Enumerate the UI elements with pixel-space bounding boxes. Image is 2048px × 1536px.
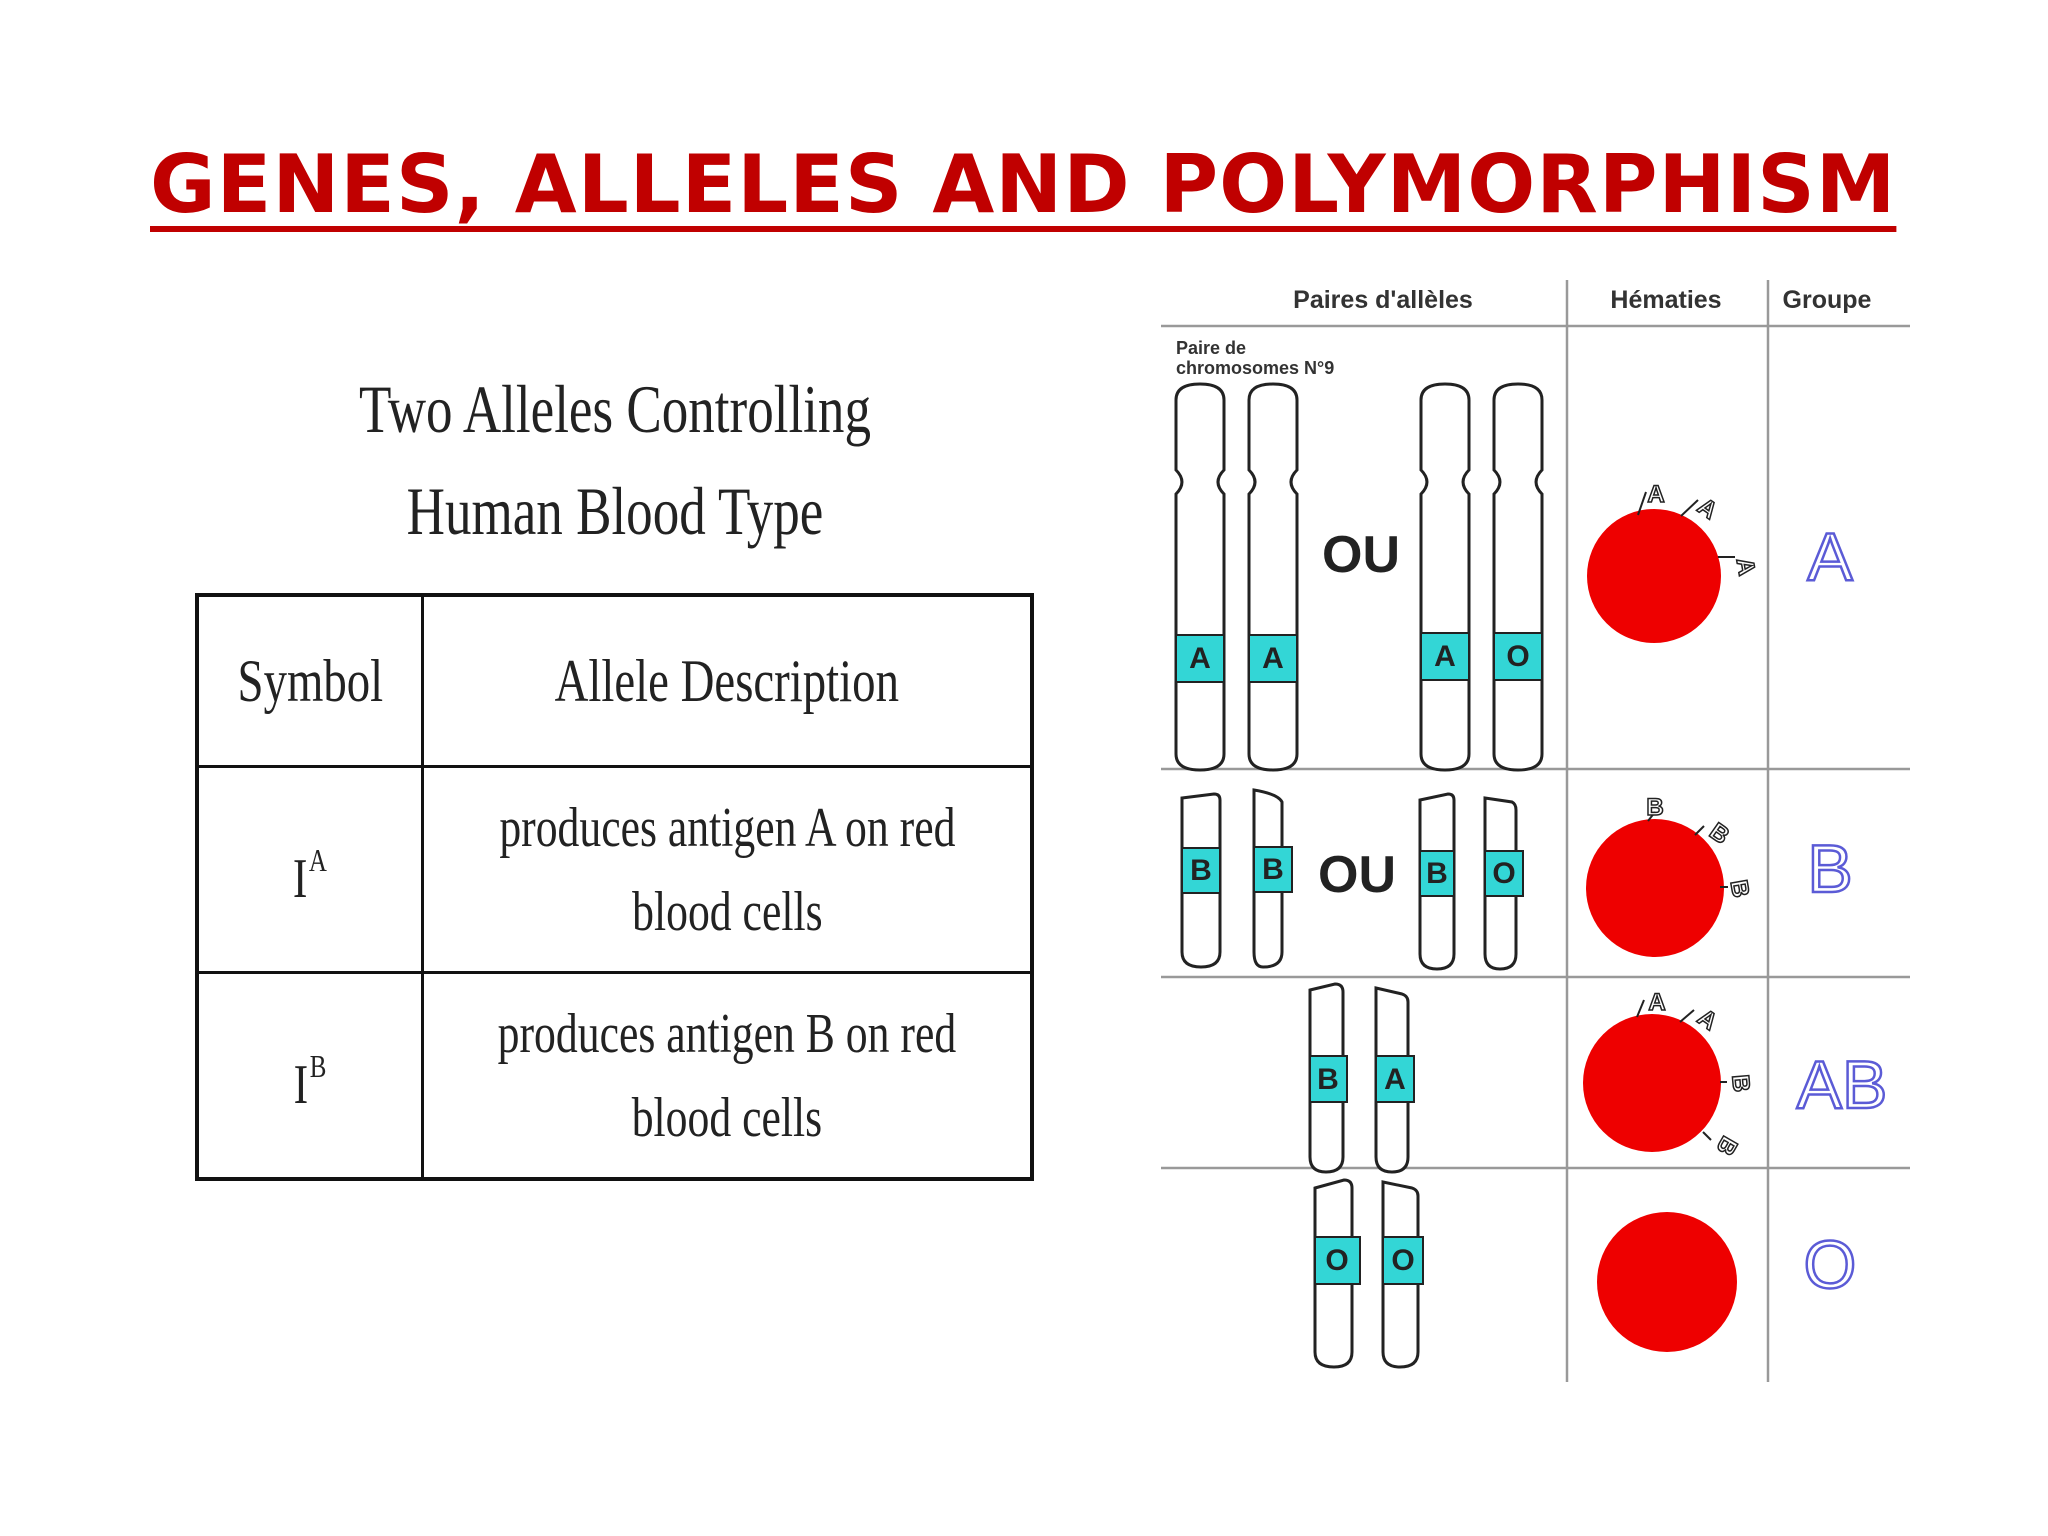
table-header-row: Symbol Allele Description (195, 593, 1034, 768)
or-label: OU (1318, 846, 1396, 904)
table-title-line-2: Human Blood Type (406, 473, 824, 549)
antigen-spike (1637, 491, 1647, 516)
allele-band (1375, 1055, 1415, 1103)
blood-group-label: A (1807, 519, 1853, 595)
antigen-label: A (1731, 556, 1761, 578)
allele-band (1420, 632, 1470, 681)
allele-label: A (1434, 640, 1456, 673)
table-title: Two Alleles Controlling Human Blood Type (180, 358, 1050, 562)
allele-band (1248, 634, 1298, 683)
allele-band (1314, 1236, 1361, 1285)
allele-label: O (1492, 857, 1515, 890)
allele-label: B (1190, 854, 1212, 887)
row-group-a: A A OU A O A A A A (1174, 382, 1855, 772)
header-description: Allele Description (421, 593, 1034, 768)
chromosome-label-line-2: chromosomes N°9 (1176, 358, 1334, 378)
allele-band (1253, 846, 1293, 893)
row-group-ab: B A A A B B AB (1308, 982, 1889, 1174)
allele-label: B (1262, 853, 1284, 886)
allele-band (1484, 850, 1524, 897)
antigen-label: A (1648, 989, 1665, 1016)
antigen-spike (1694, 825, 1705, 836)
allele-band (1175, 634, 1225, 683)
allele-band (1309, 1055, 1348, 1103)
allele-label: B (1317, 1063, 1339, 1096)
antigen-spike (1680, 499, 1699, 517)
antigen-label: A (1647, 481, 1664, 508)
blood-group-label: AB (1797, 1047, 1888, 1123)
allele-band (1181, 847, 1221, 894)
antigen-label: A (1692, 493, 1722, 525)
row-group-b: B B OU B O B B B B (1180, 788, 1854, 971)
row-group-o: O O O (1313, 1178, 1858, 1369)
chromosome (1174, 382, 1226, 772)
chromosome (1492, 382, 1544, 772)
header-allele-pairs: Paires d'allèles (1293, 286, 1473, 314)
red-blood-cell (1583, 1014, 1721, 1152)
antigen-label: B (1725, 878, 1755, 900)
allele-label: O (1391, 1244, 1414, 1277)
antigen-spike (1636, 999, 1645, 1018)
header-group: Groupe (1783, 286, 1872, 314)
antigen-spike (1647, 811, 1656, 822)
red-blood-cell (1586, 819, 1724, 957)
header-symbol: Symbol (195, 593, 424, 768)
antigen-spike (1702, 1131, 1712, 1141)
symbol-cell: IB (195, 971, 424, 1181)
allele-band (1493, 632, 1543, 681)
antigen-label: B (1646, 794, 1663, 821)
allele-label: O (1506, 640, 1529, 673)
chromosome-label-line-1: Paire de (1176, 338, 1246, 358)
or-label: OU (1322, 526, 1400, 584)
red-blood-cell (1587, 509, 1721, 643)
allele-table: Symbol Allele Description IA produces an… (195, 593, 1034, 1181)
allele-label: O (1325, 1244, 1348, 1277)
blood-group-diagram: Paires d'allèles Hématies Groupe Paire d… (1161, 280, 1910, 1382)
allele-band (1419, 850, 1455, 897)
slide-title: GENES, ALLELES AND POLYMORPHISM (150, 138, 1897, 231)
chromosome (1419, 382, 1471, 772)
allele-label: A (1262, 642, 1284, 675)
allele-label: A (1189, 642, 1211, 675)
header-red-cells: Hématies (1610, 286, 1721, 314)
allele-label: B (1426, 857, 1448, 890)
antigen-label: B (1710, 1131, 1742, 1160)
chromosome (1247, 382, 1299, 772)
symbol-cell: IA (195, 765, 424, 974)
red-blood-cell (1597, 1212, 1737, 1352)
antigen-spike (1679, 1009, 1695, 1023)
table-title-line-1: Two Alleles Controlling (359, 371, 871, 447)
antigen-label: B (1726, 1074, 1754, 1094)
allele-label: A (1384, 1063, 1406, 1096)
blood-group-label: O (1804, 1227, 1857, 1303)
allele-band (1382, 1236, 1424, 1285)
blood-group-label: B (1807, 831, 1852, 907)
